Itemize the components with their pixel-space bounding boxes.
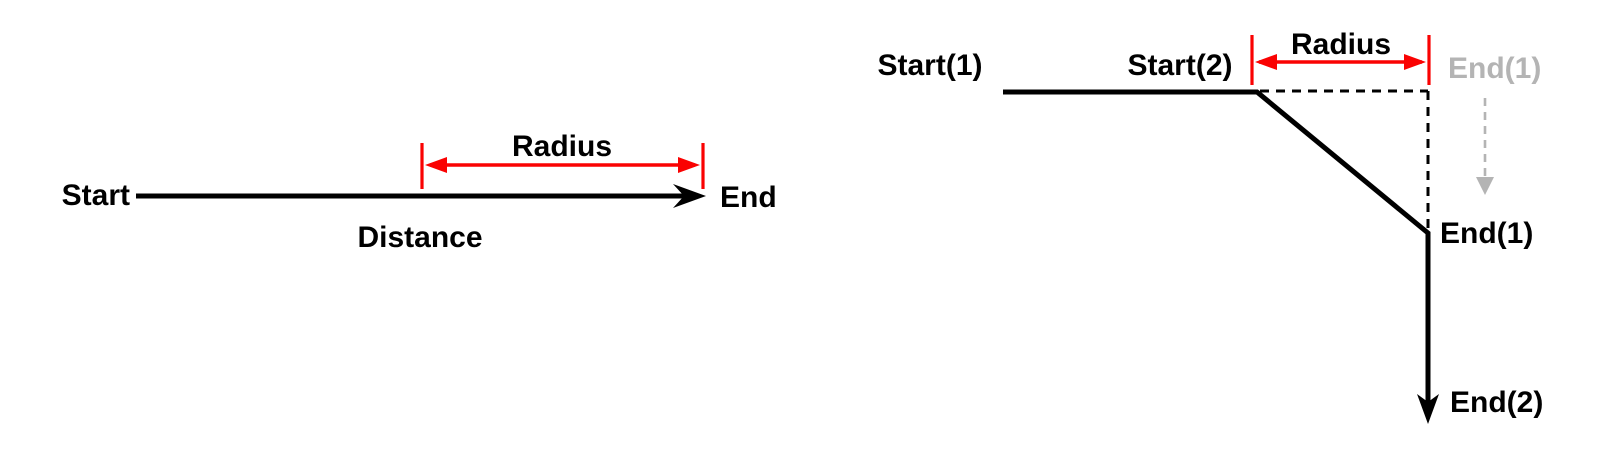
- radius-label: Radius: [512, 130, 612, 163]
- distance-label: Distance: [357, 221, 482, 254]
- radius2-left-arrowhead: [1255, 54, 1277, 70]
- right-diagram: Start(1) Start(2) Radius End(1) End(1) E…: [877, 28, 1543, 424]
- end2-arrowhead: [1417, 394, 1439, 424]
- start1-label: Start(1): [877, 49, 982, 82]
- end1-label: End(1): [1440, 217, 1533, 250]
- route-path-line: [1003, 89, 1431, 414]
- distance-arrowhead: [673, 184, 706, 208]
- left-diagram: Start End Radius Distance: [62, 130, 777, 254]
- end-label: End: [720, 181, 777, 214]
- end2-label: End(2): [1450, 386, 1543, 419]
- radius2-label: Radius: [1291, 28, 1391, 61]
- start2-label: Start(2): [1127, 49, 1232, 82]
- radius-left-arrowhead: [425, 157, 447, 173]
- radius2-right-arrowhead: [1404, 54, 1426, 70]
- radius-right-arrowhead: [678, 157, 700, 173]
- end1-faded-label: End(1): [1448, 52, 1541, 85]
- ghost-end1-arrowhead: [1476, 177, 1494, 195]
- start-label: Start: [62, 179, 130, 212]
